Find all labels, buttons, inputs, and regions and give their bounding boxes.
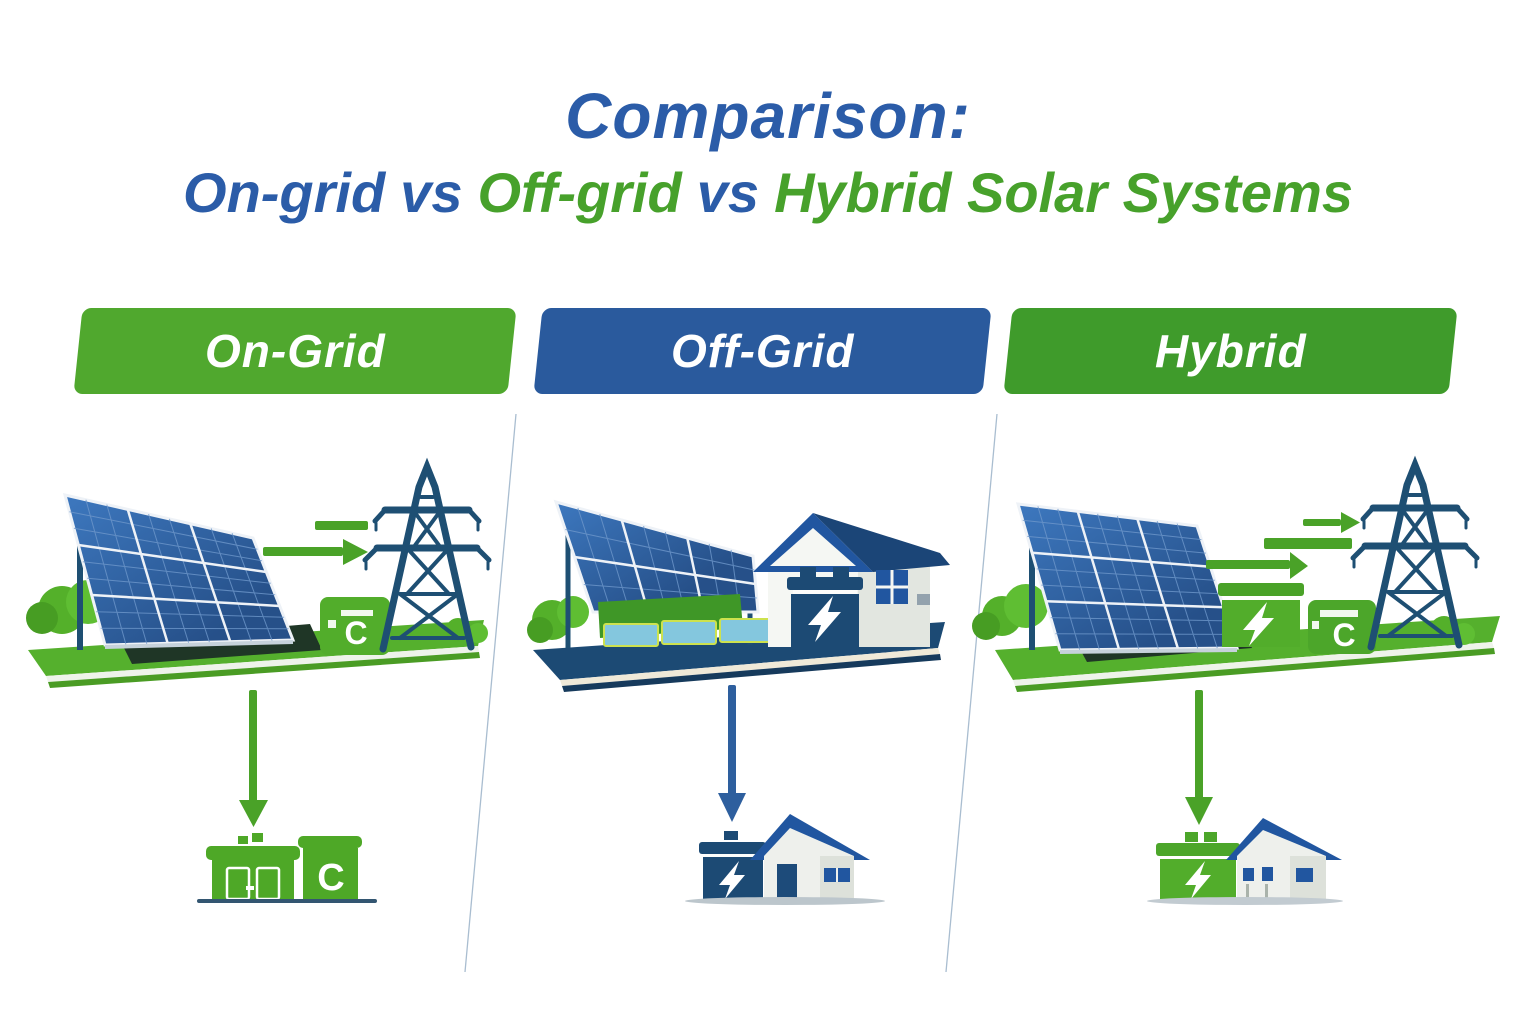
lightning-bolt-icon [1185,861,1211,899]
consumer-building-icon [206,833,300,901]
home-icon [1226,818,1342,900]
subtitle-on-grid: On-grid [183,161,386,224]
battery-icon [699,831,766,900]
divider-left [464,413,517,973]
on-grid-scene: C [26,467,489,903]
page-title: Comparison: [565,80,971,152]
lightning-bolt-icon [808,596,841,642]
down-arrow-icon [1185,690,1213,825]
ground-shadow [1147,897,1343,905]
subtitle-vs-1: vs [400,161,463,224]
battery-bank-icon [598,594,775,647]
subtitle-off-grid: Off-grid [477,161,682,224]
column-dividers [464,413,998,973]
home-icon [750,814,870,900]
hybrid-scene: C [972,465,1500,905]
divider-right [945,413,998,973]
lightning-bolt-icon [719,861,745,899]
energy-meter-icon: C [320,597,390,655]
meter-glyph: C [1332,617,1355,653]
grid-arrows-icon [1206,512,1360,579]
export-arrows-icon [263,521,368,565]
ground-shadow [685,897,885,905]
battery-icon [1156,832,1240,900]
solar-panel-icon [1015,502,1240,654]
bush-icon [527,596,589,643]
storage-battery-icon [1218,583,1304,647]
energy-meter-icon: C [1308,600,1376,654]
storage-battery-icon [787,567,863,647]
lightning-bolt-icon [1243,602,1274,646]
ground-shadow [197,899,377,903]
solar-panel-icon [62,492,296,649]
meter-glyph: C [344,615,367,651]
utility-meter-icon: C [298,836,362,900]
down-arrow-icon [239,690,268,827]
utility-meter-glyph: C [317,857,344,899]
off-grid-scene [527,499,950,905]
subtitle-hybrid: Hybrid Solar Systems [774,161,1353,224]
down-arrow-icon [718,685,746,822]
subtitle-vs-2: vs [696,161,760,224]
